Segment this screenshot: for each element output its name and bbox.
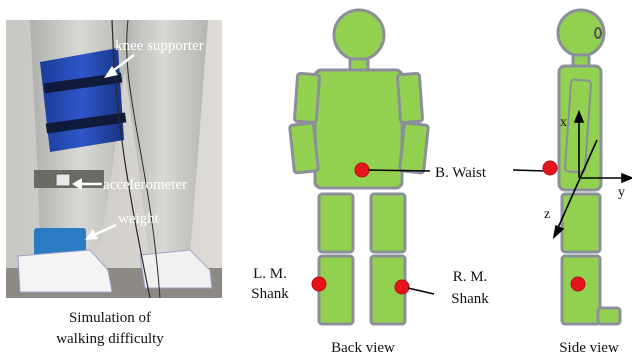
right-forearm-shape bbox=[400, 123, 429, 173]
side-view-figure bbox=[558, 10, 620, 324]
side-waist-sensor-marker bbox=[543, 161, 557, 175]
left-forearm-shape bbox=[290, 123, 319, 173]
right-shank-leader-line bbox=[408, 288, 434, 294]
right-shank-label-line2: Shank bbox=[451, 291, 489, 307]
left-thigh-shape bbox=[319, 194, 353, 252]
right-thigh-shape bbox=[371, 194, 405, 252]
y-axis-label: y bbox=[618, 185, 625, 200]
left-shank-label-line2: Shank bbox=[251, 286, 289, 302]
side-head-shape bbox=[558, 10, 604, 56]
side-shank-sensor-marker bbox=[571, 277, 585, 291]
right-upper-arm-shape bbox=[397, 73, 422, 122]
left-shank-label-line1: L. M. bbox=[253, 266, 287, 282]
side-thigh-shape bbox=[562, 194, 600, 252]
z-axis-label: z bbox=[544, 207, 550, 222]
knee-supporter-label: knee supporter bbox=[115, 38, 204, 54]
side-view-caption: Side view bbox=[559, 340, 619, 356]
photo-caption-line2: walking difficulty bbox=[56, 331, 164, 347]
side-foot-shape bbox=[598, 308, 620, 324]
right-shank-sensor-marker bbox=[395, 280, 409, 294]
y-axis-arrowhead bbox=[622, 174, 632, 182]
waist-leader-line bbox=[368, 170, 430, 171]
left-upper-arm-shape bbox=[294, 73, 319, 122]
left-shank-shape bbox=[319, 256, 353, 324]
x-axis-label: x bbox=[560, 115, 567, 130]
side-waist-leader-line bbox=[513, 170, 545, 171]
right-shank-label-line1: R. M. bbox=[453, 269, 488, 285]
back-view-caption: Back view bbox=[331, 340, 395, 356]
head-shape bbox=[334, 10, 384, 60]
waist-sensor-label: B. Waist bbox=[435, 165, 487, 181]
walking-difficulty-photo: knee supporter accelerometer weight bbox=[6, 20, 222, 298]
waist-sensor-marker bbox=[355, 163, 369, 177]
photo-caption-line1: Simulation of bbox=[69, 310, 151, 326]
accelerometer-label: accelerometer bbox=[103, 177, 187, 193]
weight-label: weight bbox=[118, 211, 160, 227]
left-shank-sensor-marker bbox=[312, 277, 326, 291]
